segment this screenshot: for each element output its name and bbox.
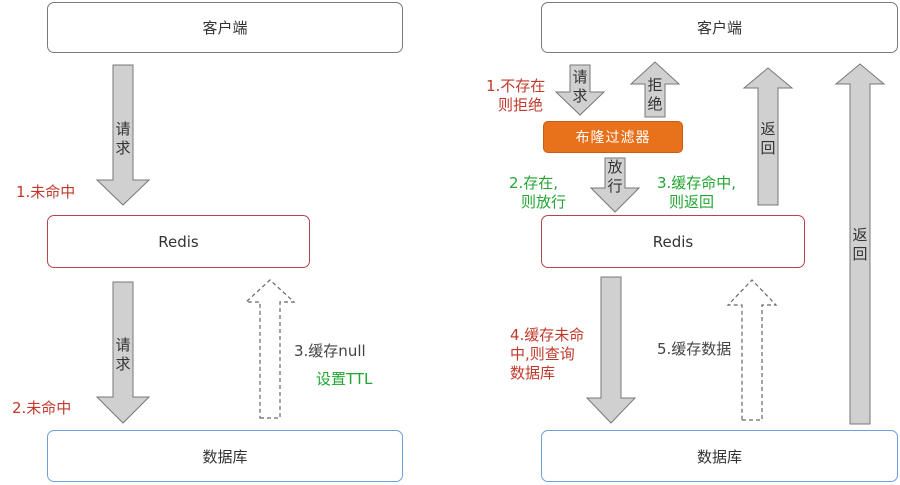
right-client-label: 客户端 [696, 19, 742, 37]
not-exist-line-1: 1.不存在 [486, 77, 546, 95]
cache-hit-label: 3.缓存命中, 则返回 [657, 174, 736, 212]
right-query-arrow [585, 276, 637, 424]
right-return-arrow-1 [742, 67, 794, 206]
left-request-arrow-2 [95, 281, 151, 424]
right-client-box: 客户端 [541, 2, 898, 53]
cache-miss-label: 4.缓存未命 中,则查询 数据库 [510, 326, 584, 383]
left-cache-null-label: 3.缓存null [294, 342, 366, 360]
cache-miss-line-1: 4.缓存未命 [510, 326, 585, 344]
right-reject-arrow [629, 61, 681, 118]
left-client-box: 客户端 [47, 2, 403, 53]
left-request-text-2: 请求 [115, 336, 131, 373]
not-exist-label: 1.不存在 则拒绝 [486, 77, 545, 115]
bloom-filter-label: 布隆过滤器 [575, 130, 651, 146]
left-cache-null-arrow [244, 279, 296, 419]
right-request-text: 请求 [572, 68, 588, 105]
left-redis-box: Redis [47, 215, 310, 268]
left-client-label: 客户端 [202, 19, 248, 37]
right-db-label: 数据库 [696, 447, 742, 466]
right-reject-text: 拒绝 [647, 76, 663, 113]
cache-hit-line-2: 则返回 [669, 193, 715, 211]
left-db-label: 数据库 [202, 447, 248, 466]
right-redis-label: Redis [652, 232, 694, 251]
left-redis-label: Redis [158, 232, 199, 251]
exists-line-1: 2.存在, [509, 174, 559, 192]
right-release-arrow [589, 157, 641, 213]
exists-label: 2.存在, 则放行 [509, 174, 566, 212]
left-request-text-1: 请求 [115, 120, 131, 157]
left-miss-label-1: 1.未命中 [16, 183, 76, 201]
not-exist-line-2: 则拒绝 [498, 96, 544, 114]
left-db-box: 数据库 [47, 430, 403, 482]
left-request-arrow-1 [95, 64, 151, 206]
right-cache-data-arrow [726, 279, 778, 421]
right-db-box: 数据库 [541, 430, 898, 482]
cache-miss-line-2: 中,则查询 [510, 345, 575, 363]
left-set-ttl-label: 设置TTL [316, 370, 373, 388]
cache-data-label: 5.缓存数据 [657, 340, 732, 358]
right-return-text-1: 返回 [760, 120, 776, 157]
right-return-arrow-2 [834, 63, 886, 425]
right-redis-box: Redis [541, 215, 805, 268]
exists-line-2: 则放行 [521, 193, 567, 211]
right-request-arrow [554, 64, 606, 116]
right-release-text: 放行 [607, 158, 623, 195]
bloom-filter-box: 布隆过滤器 [543, 121, 683, 153]
cache-hit-line-1: 3.缓存命中, [657, 174, 737, 192]
cache-miss-line-3: 数据库 [510, 364, 556, 382]
left-miss-label-2: 2.未命中 [12, 399, 72, 417]
right-return-text-2: 返回 [852, 226, 868, 263]
